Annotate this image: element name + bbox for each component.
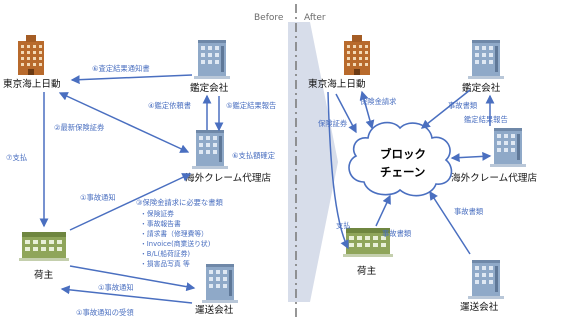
blockchain-label-1: ブロック — [380, 147, 426, 161]
label-payment: ⑦支払 — [6, 153, 27, 162]
building-kantei-icon — [194, 40, 230, 79]
blockchain-label-2: チェーン — [380, 165, 425, 179]
after-label: After — [304, 13, 326, 23]
arrow-docs-unso — [429, 190, 471, 255]
after-tokio-label: 東京海上日動 — [308, 78, 366, 90]
label-docs-unso: 事故書類 — [454, 207, 484, 216]
before-kantei-label: 鑑定会社 — [190, 82, 229, 94]
label-appraisal-request: ④鑑定依頼書 — [148, 101, 191, 110]
label-cert: 保険証券 — [318, 119, 348, 128]
before-unso-label: 運送会社 — [195, 304, 234, 316]
arrow-notice-to-unso — [69, 265, 196, 292]
doc-item-5: ・B/L(船荷証券) — [140, 249, 190, 258]
after-kantei-label: 鑑定会社 — [462, 82, 501, 94]
label-claim-request: 保険金請求 — [360, 97, 397, 106]
label-accident-notice: ①事故通知 — [80, 193, 116, 202]
blockchain-cloud — [348, 121, 453, 197]
building-unso-icon — [202, 264, 238, 303]
doc-item-2: ・事故報告書 — [140, 219, 181, 228]
label-result-notice: ⑥査定結果通知書 — [92, 64, 150, 73]
building-ninushi-icon — [19, 232, 69, 261]
building-tokio-icon — [18, 35, 44, 75]
label-claim-docs-title: ③保険金請求に必要な書類 — [136, 198, 224, 207]
arrow-latest-cert — [58, 92, 190, 153]
before-agent-label: 海外クレーム代理店 — [185, 172, 271, 184]
label-notice-receipt: ①事故通知の受領 — [76, 308, 134, 317]
arrow-cloud-agent — [450, 151, 492, 163]
building-tokio-after-icon — [344, 35, 370, 75]
doc-item-3: ・請求書（修理費等） — [140, 229, 208, 238]
building-kantei-after-icon — [468, 40, 504, 79]
doc-item-4: ・Invoice(商業送り状) — [140, 239, 211, 248]
arrow-result-notice — [70, 74, 193, 85]
before-ninushi-label: 荷主 — [34, 269, 54, 281]
transition-chevron — [288, 22, 338, 302]
label-notice-to-unso: ①事故通知 — [98, 283, 134, 292]
arrow-payment-after — [327, 91, 349, 250]
arrow-claim-request — [359, 90, 375, 130]
after-ninushi-label: 荷主 — [357, 265, 377, 277]
arrow-notice-receipt — [60, 285, 193, 304]
doc-item-1: ・保険証券 — [140, 209, 174, 218]
building-unso-after-icon — [468, 260, 504, 299]
after-agent-label: 海外クレーム代理店 — [451, 172, 537, 184]
arrow-docs-ninushi — [375, 194, 391, 227]
label-docs-ninushi: 事故書類 — [382, 229, 412, 238]
label-latest-cert: ②最新保険証券 — [54, 123, 105, 132]
label-docs-kantei: 事故書類 — [448, 101, 478, 110]
before-tokio-label: 東京海上日動 — [3, 78, 61, 90]
label-report-after: 鑑定結果報告 — [464, 115, 508, 124]
label-payment-after: 支払 — [336, 221, 351, 230]
label-payment-confirm: ⑥支払額確定 — [232, 151, 275, 160]
arrow-docs-kantei — [420, 89, 471, 129]
building-agent-icon — [192, 130, 228, 169]
arrow-accident-notice — [69, 173, 192, 231]
arrow-cert — [335, 93, 357, 134]
after-unso-label: 運送会社 — [460, 301, 499, 313]
building-agent-after-icon — [490, 128, 526, 167]
label-appraisal-report: ⑤鑑定結果報告 — [226, 101, 276, 110]
doc-item-6: ・損害品写真 等 — [140, 259, 190, 268]
before-label: Before — [254, 13, 284, 23]
